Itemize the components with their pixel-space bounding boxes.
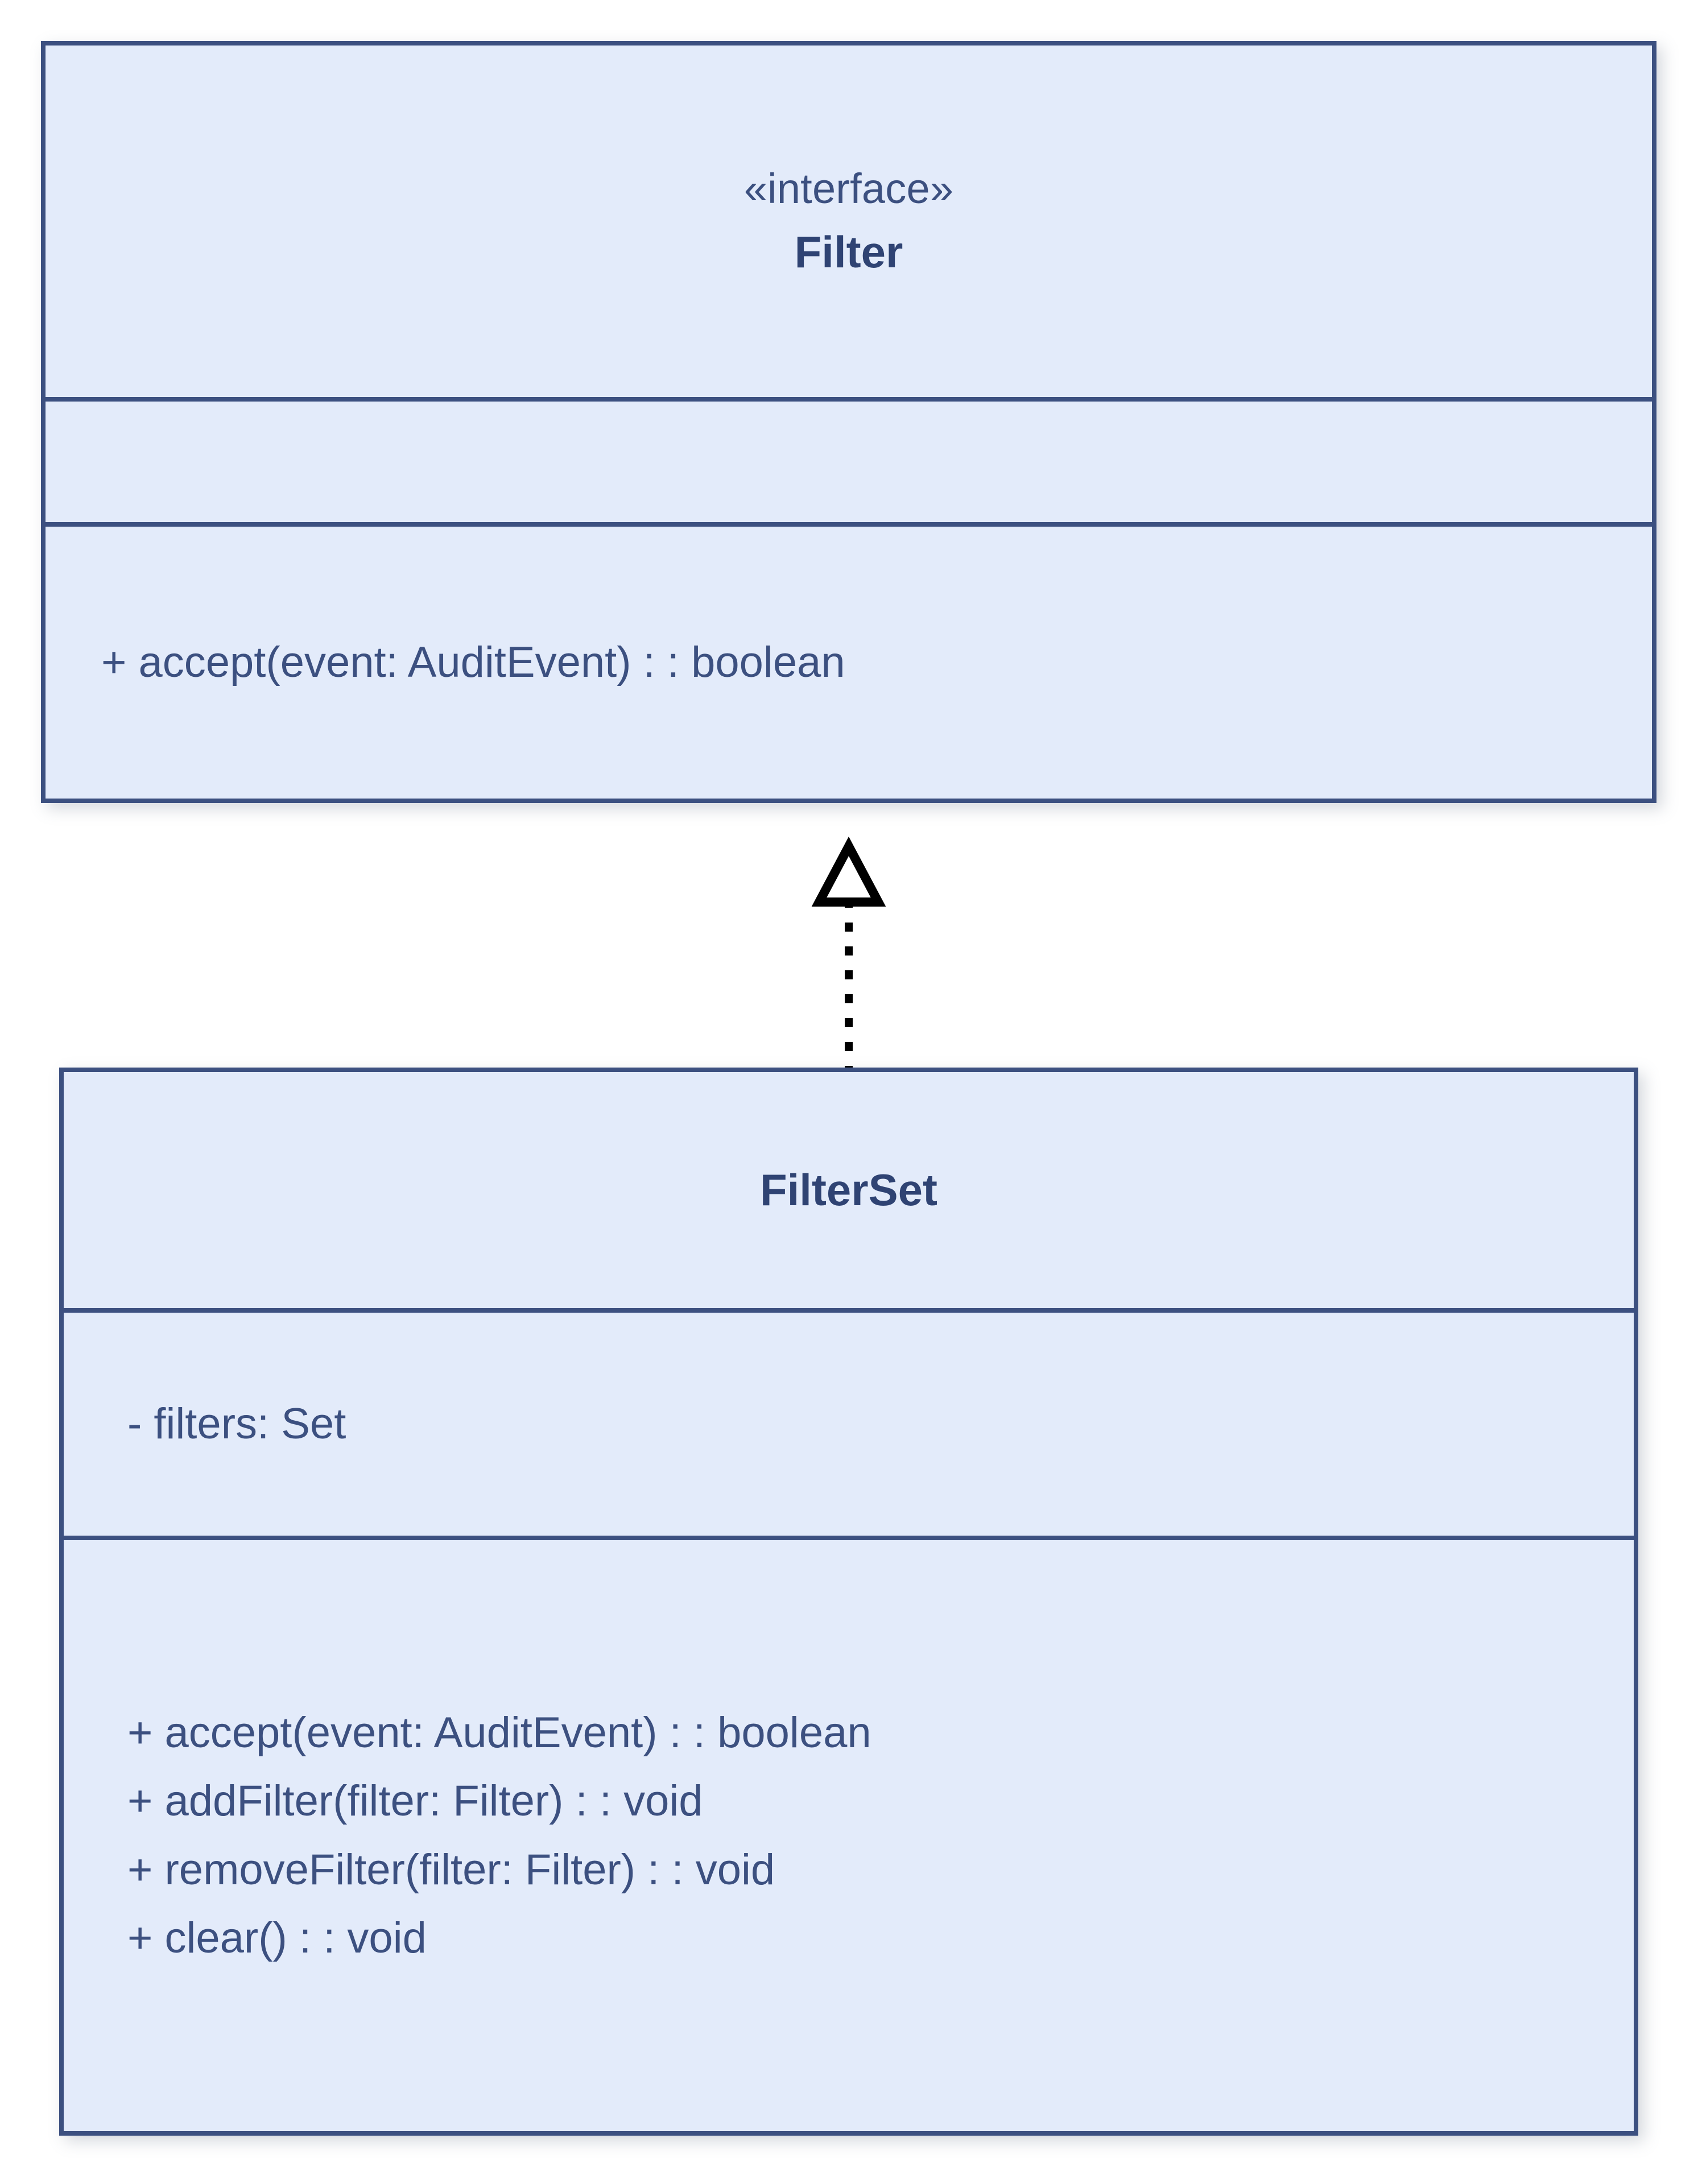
filterset-method-item: + addFilter(filter: Filter) : : void xyxy=(127,1777,703,1826)
filterset-method-list: + accept(event: AuditEvent) : : boolean … xyxy=(64,1699,1634,1972)
uml-class-filterset[interactable]: FilterSet - filters: Set + accept(event:… xyxy=(59,1068,1638,2136)
filter-class-name: Filter xyxy=(794,226,903,277)
filterset-attribute-list: - filters: Set xyxy=(64,1393,1634,1455)
filterset-attribute-item: - filters: Set xyxy=(127,1400,346,1449)
filter-attributes-compartment xyxy=(46,397,1652,522)
filter-stereotype-label: «interface» xyxy=(743,164,954,212)
filterset-method-item: + accept(event: AuditEvent) : : boolean xyxy=(127,1709,871,1757)
filterset-attributes-compartment: - filters: Set xyxy=(64,1308,1634,1536)
realization-connector-svg xyxy=(811,836,886,1075)
filterset-class-name: FilterSet xyxy=(759,1164,938,1215)
filter-methods-compartment: + accept(event: AuditEvent) : : boolean xyxy=(46,522,1652,799)
filterset-header-compartment: FilterSet xyxy=(64,1072,1634,1308)
filter-method-list: + accept(event: AuditEvent) : : boolean xyxy=(46,632,1652,693)
filter-header-compartment: «interface» Filter xyxy=(46,46,1652,397)
hollow-triangle-arrowhead xyxy=(811,836,886,907)
realization-connector xyxy=(811,836,886,1075)
filterset-methods-compartment: + accept(event: AuditEvent) : : boolean … xyxy=(64,1536,1634,2131)
filterset-method-item: + removeFilter(filter: Filter) : : void xyxy=(127,1845,775,1894)
uml-class-filter[interactable]: «interface» Filter + accept(event: Audit… xyxy=(41,41,1656,803)
filterset-method-item: + clear() : : void xyxy=(127,1913,427,1962)
filter-method-item: + accept(event: AuditEvent) : : boolean xyxy=(101,638,845,687)
